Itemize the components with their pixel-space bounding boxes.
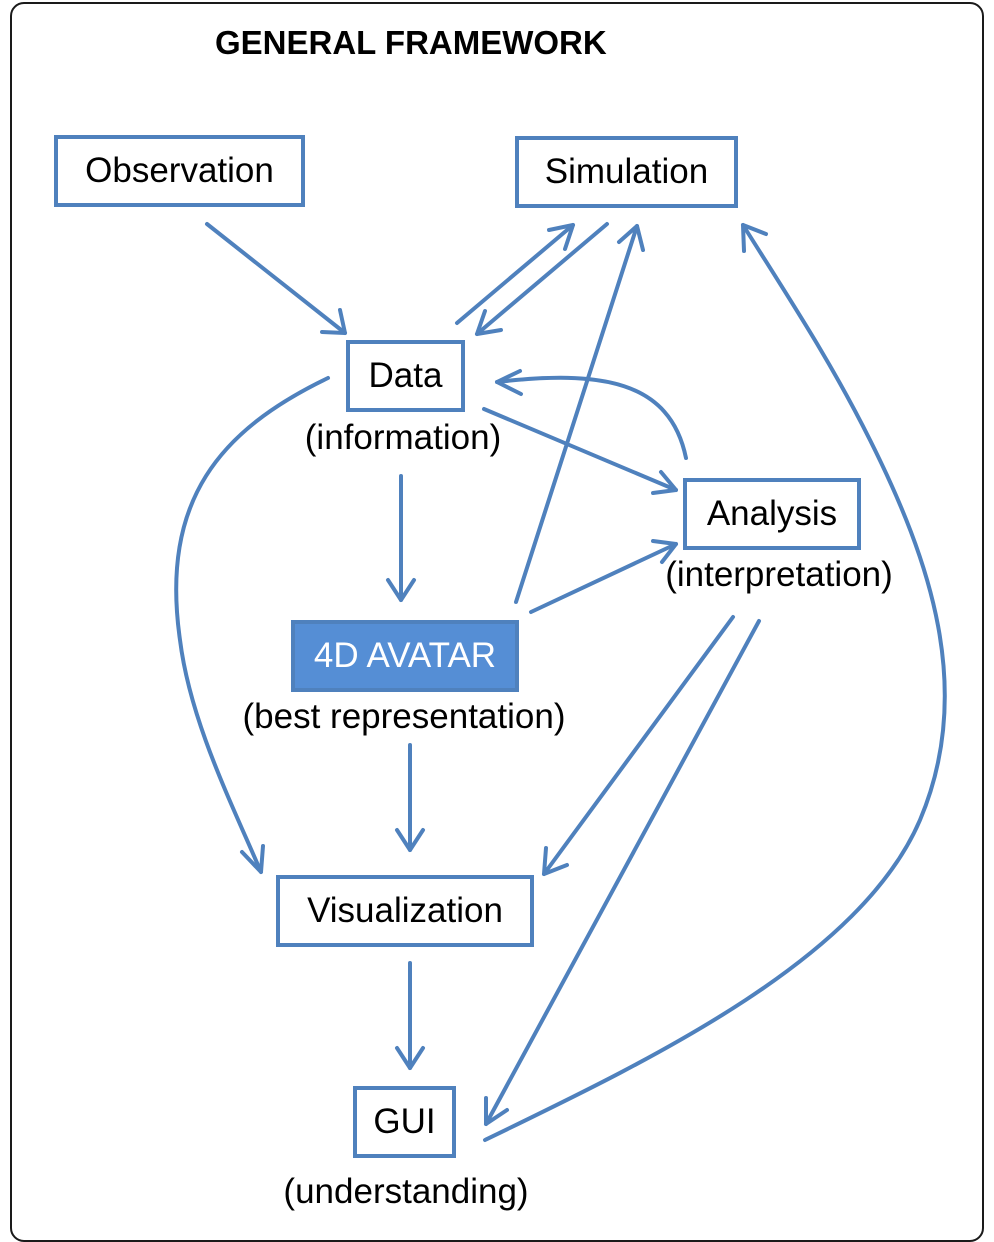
edge-analysis-to-gui xyxy=(484,619,761,1126)
node-4d-avatar-caption: (best representation) xyxy=(242,697,566,736)
edge-avatar-to-visualization xyxy=(395,743,425,852)
node-analysis-caption: (interpretation) xyxy=(665,555,893,594)
diagram-title: GENERAL FRAMEWORK xyxy=(215,24,607,61)
edge-gui-to-simulation xyxy=(483,223,947,1142)
node-data-label: Data xyxy=(368,356,443,395)
edge-data-to-visualization xyxy=(174,376,330,874)
node-gui-label: GUI xyxy=(373,1102,436,1141)
node-analysis: Analysis xyxy=(683,478,861,550)
node-simulation: Simulation xyxy=(515,136,738,208)
edge-simulation-to-data xyxy=(475,222,609,336)
edge-data-to-analysis xyxy=(482,407,678,495)
node-analysis-label: Analysis xyxy=(706,494,838,533)
edge-data-to-simulation xyxy=(455,223,575,325)
node-4d-avatar: 4D AVATAR xyxy=(291,620,519,692)
edge-avatar-to-simulation xyxy=(514,224,645,604)
node-data-caption: (information) xyxy=(304,418,502,457)
edge-observation-to-data xyxy=(205,222,347,335)
edge-analysis-to-data xyxy=(495,369,688,460)
edge-analysis-to-visualization xyxy=(542,615,735,876)
node-simulation-label: Simulation xyxy=(544,152,709,191)
edge-visualization-to-gui xyxy=(395,961,425,1070)
node-visualization: Visualization xyxy=(276,875,534,947)
node-data: Data xyxy=(346,340,465,412)
node-gui-caption: (understanding) xyxy=(283,1172,529,1211)
edge-data-to-avatar xyxy=(386,474,416,602)
edge-avatar-to-analysis xyxy=(529,539,678,614)
node-observation: Observation xyxy=(54,135,305,207)
node-observation-label: Observation xyxy=(85,151,274,190)
node-4d-avatar-label: 4D AVATAR xyxy=(313,636,497,675)
node-visualization-label: Visualization xyxy=(307,891,503,930)
node-gui: GUI xyxy=(353,1086,456,1158)
